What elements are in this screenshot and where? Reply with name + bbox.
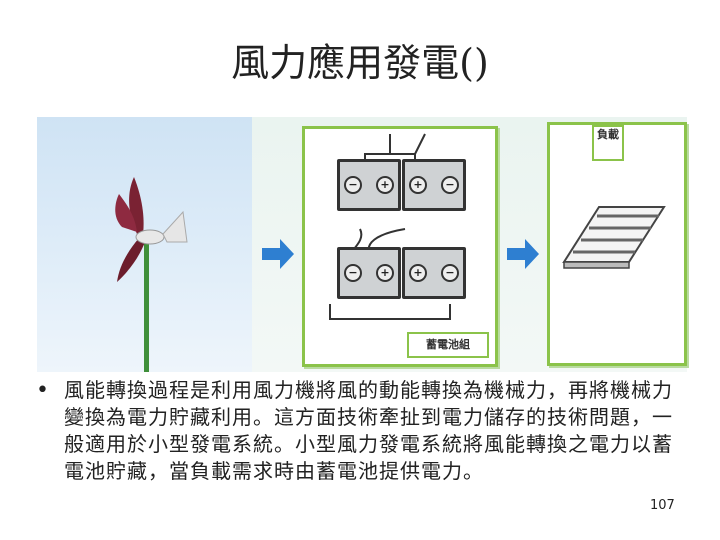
page-number: 107	[650, 498, 675, 513]
wind-turbine-illustration	[115, 177, 188, 372]
arrow-to-load-icon	[507, 239, 539, 269]
arrow-to-battery-icon	[262, 239, 294, 269]
battery-terminal-minus: −	[344, 176, 362, 194]
battery-4: + −	[402, 247, 466, 299]
battery-terminal-plus: +	[409, 264, 427, 282]
battery-terminal-plus: +	[376, 176, 394, 194]
battery-terminal-plus: +	[409, 176, 427, 194]
battery-bank-label: 蓄電池組	[407, 332, 489, 358]
load-label: 負載	[592, 125, 624, 161]
battery-3: − +	[337, 247, 401, 299]
slide-title: 風力應用發電()	[231, 41, 489, 85]
bullet-text: 風能轉換過程是利用風力機將風的動能轉換為機械力，再將機械力變換為電力貯藏利用。這…	[64, 378, 673, 483]
wind-power-diagram: − + + − − + + − 蓄電池組 負載	[37, 117, 687, 372]
battery-terminal-plus: +	[376, 264, 394, 282]
battery-terminal-minus: −	[441, 264, 459, 282]
bullet-marker: •	[36, 378, 49, 403]
battery-terminal-minus: −	[344, 264, 362, 282]
battery-2: + −	[402, 159, 466, 211]
battery-1: − +	[337, 159, 401, 211]
battery-terminal-minus: −	[441, 176, 459, 194]
lamp-fixture-icon	[562, 206, 666, 269]
